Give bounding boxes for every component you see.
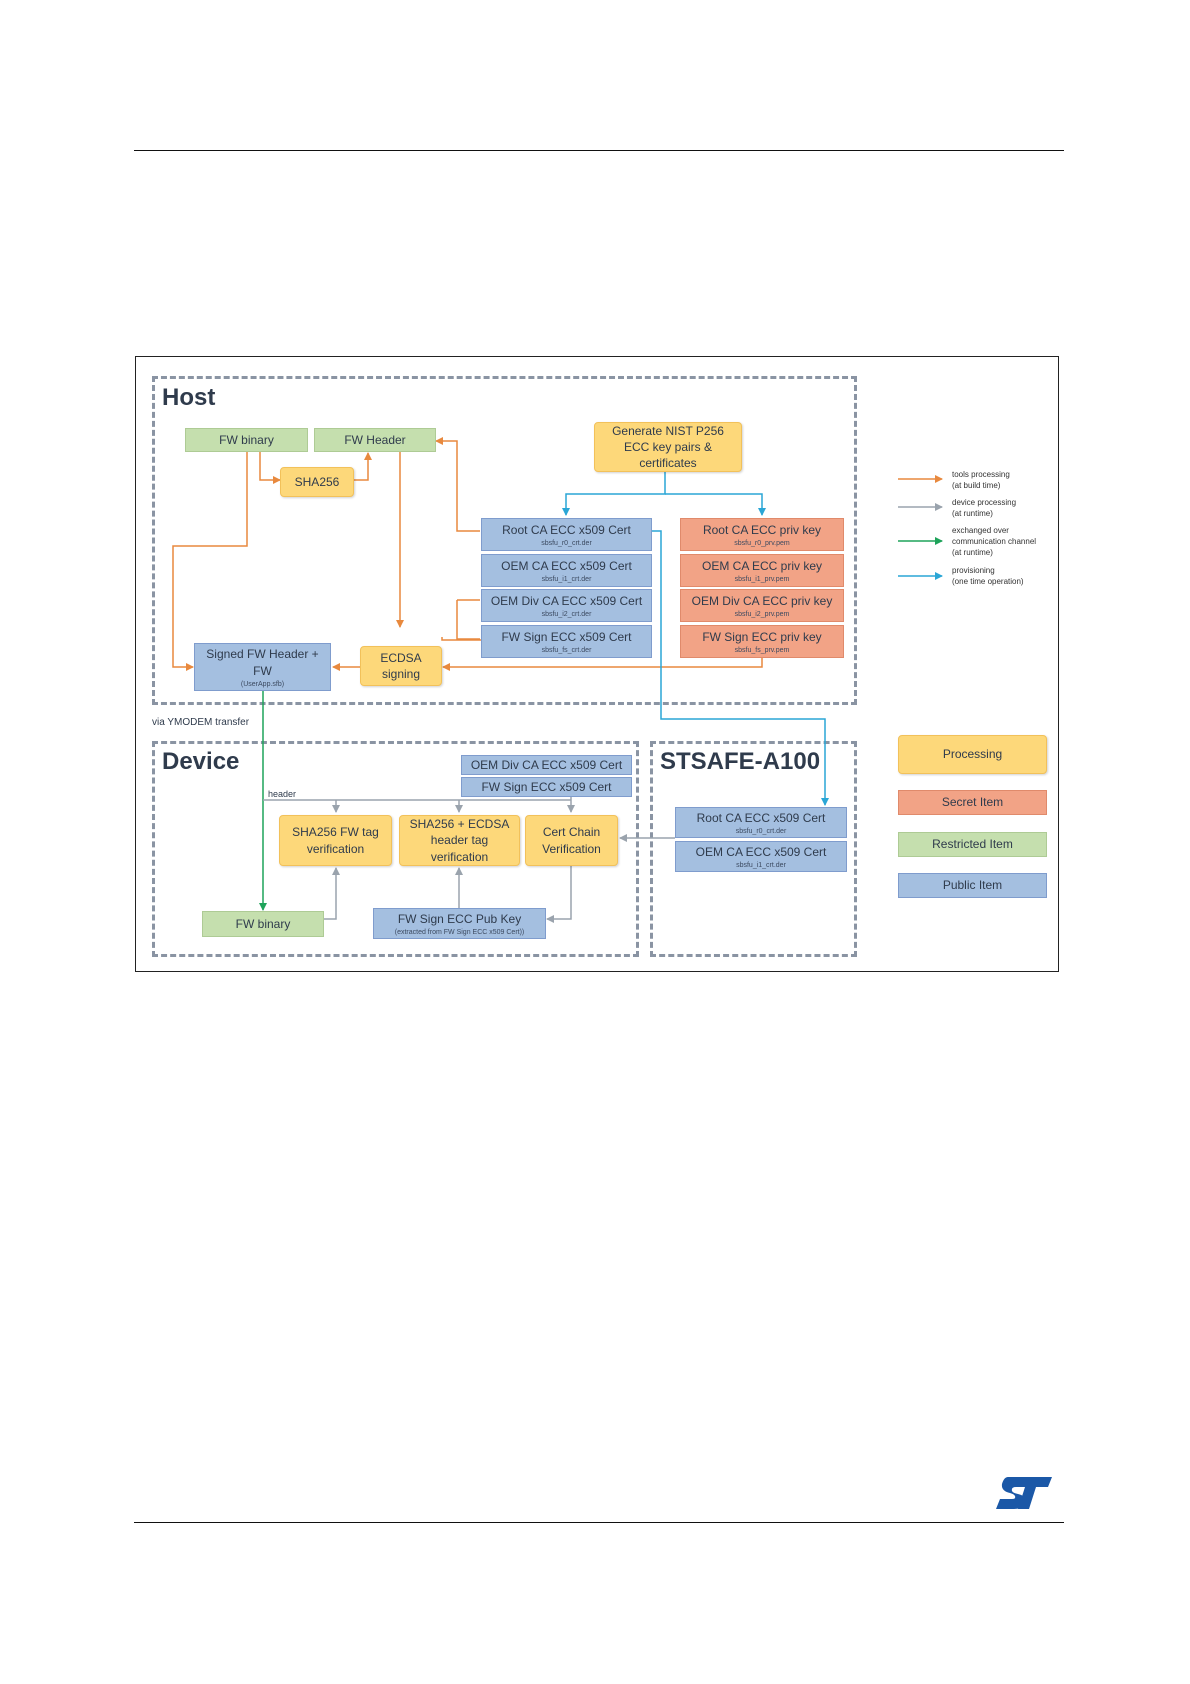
- device-title: Device: [162, 748, 240, 775]
- host-oem-ca-cert-label: OEM CA ECC x509 Cert: [501, 558, 632, 573]
- fw-sign-priv-key-file: sbsfu_fs_prv.pem: [734, 647, 790, 655]
- host-oem-div-ca-cert-file: sbsfu_i2_crt.der: [541, 611, 592, 619]
- st-logo: [996, 1477, 1052, 1509]
- host-fw-sign-cert-label: FW Sign ECC x509 Cert: [501, 629, 632, 644]
- stsafe-oem-ca-cert-file: sbsfu_i1_crt.der: [736, 862, 786, 870]
- host-fw-sign-cert: FW Sign ECC x509 Cert sbsfu_fs_crt.der: [481, 625, 652, 658]
- legend-secret-item-label: Secret Item: [941, 795, 1004, 810]
- stsafe-oem-ca-cert-label: OEM CA ECC x509 Cert: [695, 844, 827, 859]
- host-oem-ca-cert: OEM CA ECC x509 Cert sbsfu_i1_crt.der: [481, 554, 652, 587]
- host-fw-binary: FW binary: [185, 428, 308, 452]
- oem-div-ca-priv-key: OEM Div CA ECC priv key sbsfu_i2_prv.pem: [680, 589, 844, 622]
- host-oem-ca-cert-file: sbsfu_i1_crt.der: [541, 576, 592, 584]
- stsafe-title: STSAFE-A100: [660, 748, 821, 775]
- host-root-ca-cert-file: sbsfu_r0_crt.der: [541, 540, 592, 548]
- stsafe-root-ca-cert-label: Root CA ECC x509 Cert: [696, 810, 826, 825]
- legend-tools-processing: tools processing (at build time): [952, 470, 1010, 490]
- fw-sign-pub-key-label: FW Sign ECC Pub Key: [397, 911, 522, 926]
- root-ca-priv-key: Root CA ECC priv key sbsfu_r0_prv.pem: [680, 518, 844, 551]
- fw-sign-pub-key-note: (extracted from FW Sign ECC x509 Cert)): [394, 929, 525, 937]
- transfer-label: via YMODEM transfer: [152, 717, 250, 728]
- host-root-ca-cert-label: Root CA ECC x509 Cert: [502, 522, 631, 537]
- ecdsa-signing: ECDSA signing: [360, 646, 442, 686]
- host-sha256-label: SHA256: [294, 474, 340, 489]
- host-oem-div-ca-cert: OEM Div CA ECC x509 Cert sbsfu_i2_crt.der: [481, 589, 652, 622]
- legend-secret-item: Secret Item: [898, 790, 1047, 815]
- fw-sign-priv-key: FW Sign ECC priv key sbsfu_fs_prv.pem: [680, 625, 844, 658]
- host-zone: [152, 376, 857, 705]
- legend-public-item: Public Item: [898, 873, 1047, 898]
- oem-div-ca-priv-key-label: OEM Div CA ECC priv key: [691, 593, 833, 608]
- host-title: Host: [162, 384, 216, 411]
- stsafe-root-ca-cert-file: sbsfu_r0_crt.der: [735, 828, 787, 836]
- oem-div-ca-priv-key-file: sbsfu_i2_prv.pem: [734, 611, 790, 619]
- legend-processing: Processing: [898, 735, 1047, 774]
- sha256-fw-tag-verification: SHA256 FW tag verification: [279, 815, 392, 866]
- legend-restricted-item: Restricted Item: [898, 832, 1047, 857]
- cert-chain-verification-label: Cert Chain Verification: [542, 825, 601, 856]
- legend-processing-label: Processing: [942, 747, 1003, 762]
- generate-keys: Generate NIST P256 ECC key pairs & certi…: [594, 422, 742, 472]
- device-zone: [152, 741, 639, 957]
- oem-ca-priv-key-file: sbsfu_i1_prv.pem: [734, 576, 790, 584]
- root-ca-priv-key-file: sbsfu_r0_prv.pem: [734, 540, 790, 548]
- legend-restricted-item-label: Restricted Item: [932, 837, 1013, 852]
- device-fw-sign-cert-label: FW Sign ECC x509 Cert: [481, 779, 612, 794]
- device-fw-sign-cert: FW Sign ECC x509 Cert: [461, 777, 632, 797]
- device-oem-div-ca-cert-label: OEM Div CA ECC x509 Cert: [470, 757, 623, 772]
- oem-ca-priv-key-label: OEM CA ECC priv key: [701, 558, 823, 573]
- header-label: header: [268, 789, 297, 799]
- stsafe-oem-ca-cert: OEM CA ECC x509 Cert sbsfu_i1_crt.der: [675, 841, 847, 872]
- oem-ca-priv-key: OEM CA ECC priv key sbsfu_i1_prv.pem: [680, 554, 844, 587]
- signed-fw-header-file: (UserApp.sfb): [240, 680, 285, 688]
- sha256-ecdsa-header-verification: SHA256 + ECDSA header tag verification: [399, 815, 520, 866]
- sha256-fw-tag-verification-label: SHA256 FW tag verification: [292, 825, 379, 856]
- host-fw-header-label: FW Header: [344, 432, 406, 447]
- signed-fw-header-label: Signed FW Header + FW: [206, 647, 319, 678]
- orange-connectors: [172, 437, 763, 671]
- host-sha256: SHA256: [280, 467, 354, 497]
- gray-connectors: [263, 786, 675, 923]
- host-oem-div-ca-cert-label: OEM Div CA ECC x509 Cert: [490, 593, 643, 608]
- host-fw-header: FW Header: [314, 428, 436, 452]
- device-fw-binary: FW binary: [202, 911, 324, 937]
- legend-communication-channel: exchanged over communication channel (at…: [952, 526, 1037, 557]
- signed-fw-header: Signed FW Header + FW (UserApp.sfb): [194, 643, 331, 691]
- cert-chain-verification: Cert Chain Verification: [525, 815, 618, 866]
- bottom-rule: [134, 1522, 1064, 1523]
- device-oem-div-ca-cert: OEM Div CA ECC x509 Cert: [461, 755, 632, 775]
- legend-device-processing: device processing (at runtime): [952, 498, 1017, 518]
- host-fw-binary-label: FW binary: [219, 432, 274, 447]
- generate-keys-label: Generate NIST P256 ECC key pairs & certi…: [612, 423, 724, 471]
- fw-sign-priv-key-label: FW Sign ECC priv key: [702, 629, 822, 644]
- sha256-ecdsa-header-verification-label: SHA256 + ECDSA header tag verification: [409, 817, 510, 864]
- host-fw-sign-cert-file: sbsfu_fs_crt.der: [541, 647, 592, 655]
- cyan-connectors: [562, 472, 829, 806]
- stsafe-root-ca-cert: Root CA ECC x509 Cert sbsfu_r0_crt.der: [675, 807, 847, 838]
- legend-public-item-label: Public Item: [942, 878, 1003, 893]
- fw-sign-pub-key: FW Sign ECC Pub Key (extracted from FW Si…: [373, 908, 546, 939]
- host-root-ca-cert: Root CA ECC x509 Cert sbsfu_r0_crt.der: [481, 518, 652, 551]
- ecdsa-signing-label: ECDSA signing: [380, 650, 422, 681]
- root-ca-priv-key-label: Root CA ECC priv key: [702, 522, 822, 537]
- top-rule: [134, 150, 1064, 151]
- figure-frame: [135, 356, 1059, 972]
- device-fw-binary-label: FW binary: [235, 916, 291, 931]
- legend-provisioning: provisioning (one time operation): [952, 566, 1024, 586]
- stsafe-zone: [650, 741, 857, 957]
